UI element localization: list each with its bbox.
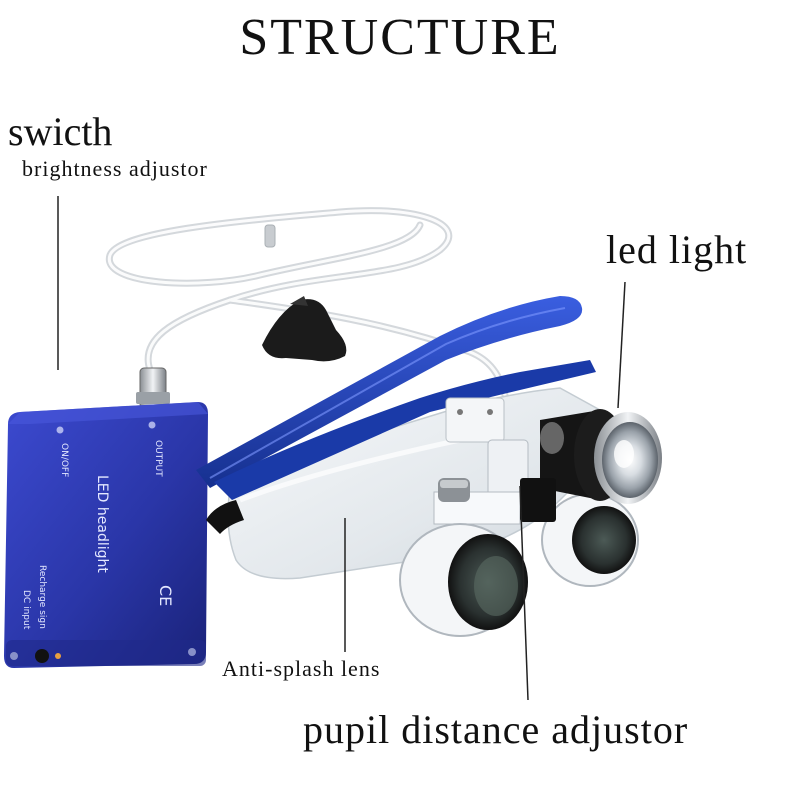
led-light	[520, 409, 662, 522]
recharge-text: Recharge sign	[37, 565, 47, 629]
label-led-light: led light	[606, 227, 748, 272]
left-loupe	[399, 523, 528, 637]
battery-box	[4, 402, 208, 668]
ce-mark: CE	[156, 585, 175, 606]
switch-knob	[136, 367, 170, 409]
page-title: STRUCTURE	[239, 9, 561, 66]
right-loupe	[541, 493, 639, 587]
label-switch: swicth	[8, 109, 113, 154]
output-text: OUTPUT	[153, 440, 163, 477]
dc-input-text: DC input	[21, 590, 31, 630]
label-pupil-distance-adjustor: pupil distance adjustor	[303, 707, 689, 752]
label-brightness-adjustor: brightness adjustor	[22, 156, 208, 181]
box-brand-text: LED headlight	[94, 475, 110, 573]
label-anti-splash-lens: Anti-splash lens	[222, 656, 381, 681]
pupil-adjuster-knob	[438, 478, 470, 502]
callout-lines	[57, 196, 626, 701]
cable-clip	[262, 296, 347, 362]
callout-pupil	[519, 485, 529, 701]
callout-led	[617, 281, 626, 409]
glasses-temple-arm	[196, 296, 583, 488]
cable-tie	[264, 224, 276, 248]
on-off-text: ON/OFF	[59, 443, 69, 477]
glasses-brow-bar	[214, 360, 596, 500]
